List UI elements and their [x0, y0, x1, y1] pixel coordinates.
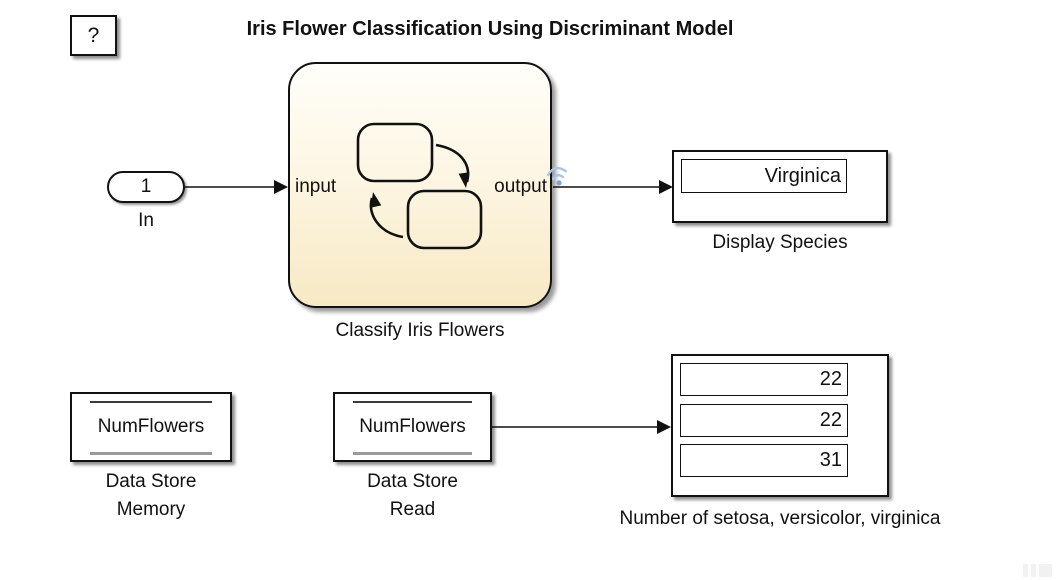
arrowhead-icon: [274, 180, 288, 194]
data-store-memory-block[interactable]: NumFlowers: [70, 392, 232, 462]
inport-number: 1: [140, 176, 152, 197]
data-store-read-block[interactable]: NumFlowers: [333, 392, 492, 462]
display-count-versicolor: 22: [680, 404, 848, 437]
data-store-memory-label-line1: Data Store: [105, 471, 197, 492]
wire-read-to-display-counts[interactable]: [492, 420, 671, 434]
question-mark-icon: ?: [87, 23, 100, 47]
display-count-virginica: 31: [680, 444, 848, 477]
chart-block-label: Classify Iris Flowers: [335, 320, 505, 341]
watermark-fragment: [1031, 564, 1036, 577]
data-store-memory-label-line2: Memory: [116, 499, 186, 520]
model-title: Iris Flower Classification Using Discrim…: [246, 18, 734, 40]
data-store-top-line-icon: [90, 401, 212, 403]
wire-chart-to-display-species[interactable]: [553, 180, 673, 194]
inport-label: In: [138, 210, 154, 231]
data-store-memory-name: NumFlowers: [97, 416, 205, 437]
chart-input-port-label: input: [295, 176, 337, 197]
watermark-fragment: [1039, 564, 1052, 577]
display-counts-block[interactable]: 22 22 31: [671, 354, 889, 497]
data-store-read-label-line1: Data Store: [367, 471, 458, 492]
display-species-block[interactable]: Virginica: [672, 150, 888, 223]
inport-block[interactable]: 1: [107, 171, 185, 203]
data-store-bottom-line-icon: [90, 452, 212, 455]
watermark-fragment: [1023, 564, 1028, 577]
arrowhead-icon: [657, 420, 671, 434]
display-count-setosa: 22: [680, 363, 848, 396]
data-store-top-line-icon: [353, 401, 472, 403]
data-store-read-name: NumFlowers: [359, 416, 466, 437]
data-store-read-label-line2: Read: [389, 499, 436, 520]
chart-output-port-label: output: [494, 176, 547, 197]
display-species-value: Virginica: [681, 159, 847, 193]
data-store-bottom-line-icon: [353, 452, 472, 455]
arrowhead-icon: [659, 180, 673, 194]
chart-block-classify-iris-flowers[interactable]: [288, 62, 552, 308]
display-species-label: Display Species: [712, 232, 848, 253]
wire-in-to-chart[interactable]: [185, 180, 288, 194]
display-counts-label: Number of setosa, versicolor, virginica: [619, 508, 941, 529]
help-block[interactable]: ?: [70, 15, 117, 56]
